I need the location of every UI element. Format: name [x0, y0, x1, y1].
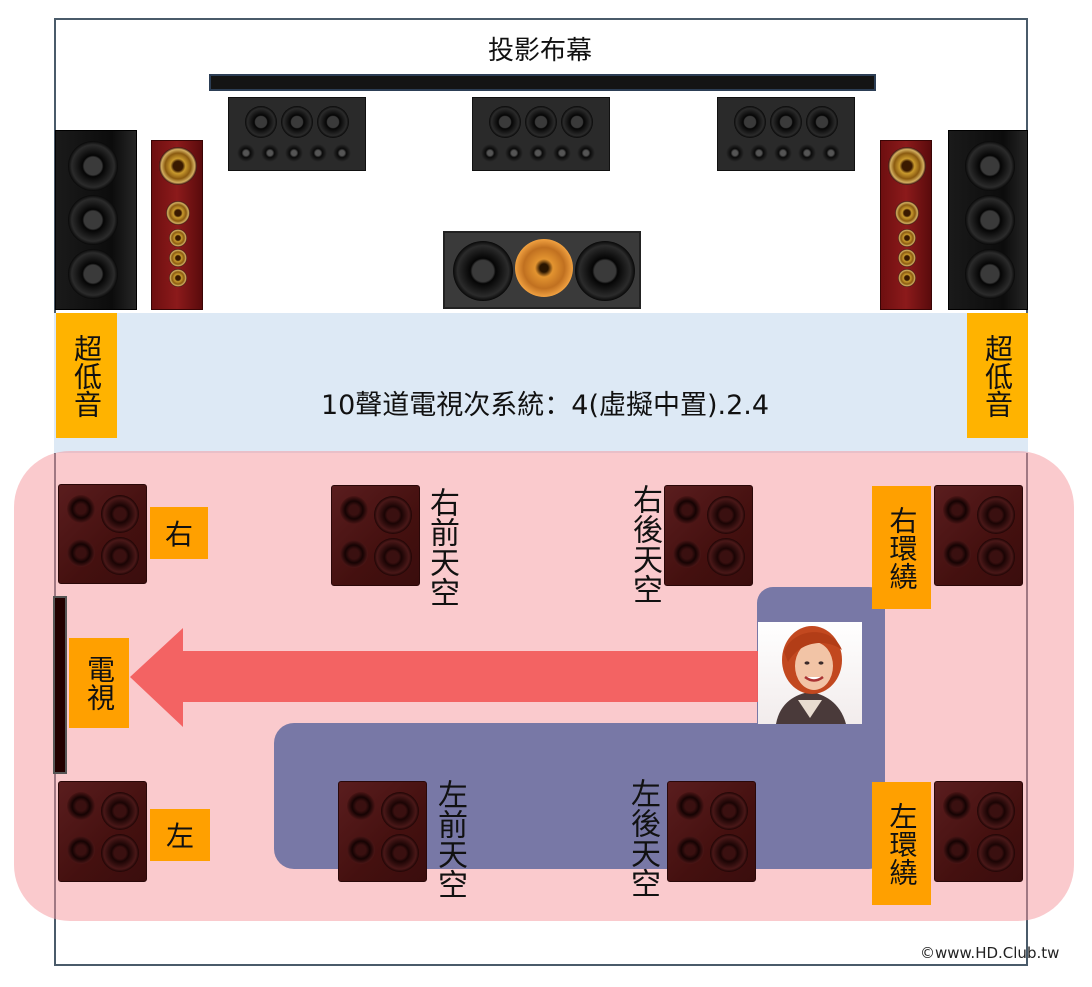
subwoofer-label-right: 超低音	[967, 313, 1028, 438]
subwoofer-label-left: 超低音	[56, 313, 117, 438]
front-left-speaker	[58, 781, 147, 882]
right-rear-height-speaker	[664, 485, 753, 586]
listener-portrait	[758, 622, 862, 724]
right-surround-speaker	[934, 485, 1023, 586]
front-speaker-right	[717, 97, 855, 171]
copyright-credit: ©www.HD.Club.tw	[920, 944, 1060, 962]
left-front-height-speaker	[338, 781, 427, 882]
front-speaker-left	[228, 97, 366, 171]
subwoofer-right	[948, 130, 1028, 310]
left-front-height-label: 左前天空	[432, 779, 467, 899]
right-front-height-label: 右前天空	[424, 487, 459, 607]
left-rear-height-label: 左後天空	[625, 778, 660, 898]
tv-label: 電視	[69, 638, 129, 728]
listener-avatar-icon	[776, 626, 846, 724]
main-tower-right	[880, 140, 932, 310]
center-speaker	[443, 231, 641, 309]
screen-label: 投影布幕	[487, 36, 592, 66]
tv-screen	[53, 596, 67, 774]
front-left-label: 左	[150, 809, 210, 861]
left-surround-label: 左環繞	[872, 782, 931, 905]
subwoofer-left	[55, 130, 137, 310]
left-surround-speaker	[934, 781, 1023, 882]
left-rear-height-speaker	[667, 781, 756, 882]
right-rear-height-label: 右後天空	[627, 484, 662, 604]
right-surround-label: 右環繞	[872, 486, 931, 609]
right-front-height-speaker	[331, 485, 420, 586]
tv-subsystem-band	[54, 313, 1028, 453]
front-right-label: 右	[150, 507, 208, 559]
system-title: 10聲道電視次系統：4(虛擬中置).2.4	[320, 390, 770, 421]
main-tower-left	[151, 140, 203, 310]
front-right-speaker	[58, 484, 147, 584]
front-speaker-center-array	[472, 97, 610, 171]
projection-screen	[209, 74, 876, 91]
